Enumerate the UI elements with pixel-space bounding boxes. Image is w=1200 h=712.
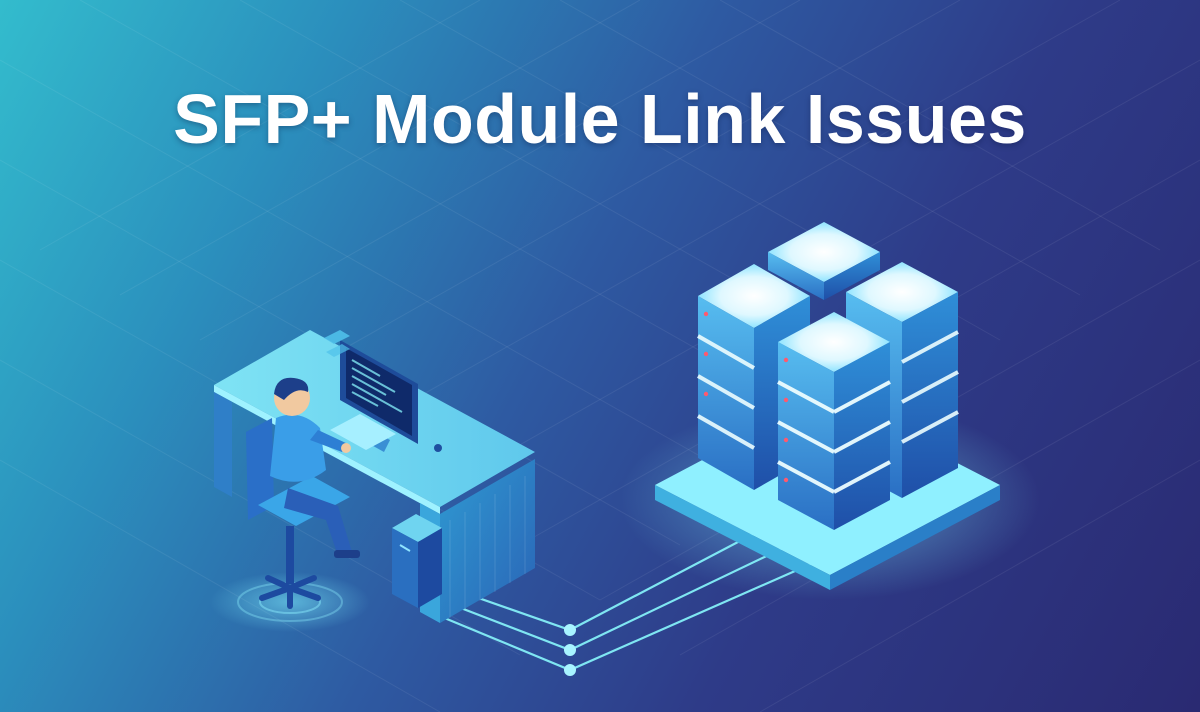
pc-tower-icon — [392, 514, 442, 608]
server-rack-cluster-icon — [620, 222, 1040, 600]
page-title: SFP+ Module Link Issues — [173, 80, 1027, 158]
keyboard — [330, 414, 396, 450]
person-at-desk-icon — [270, 377, 360, 558]
